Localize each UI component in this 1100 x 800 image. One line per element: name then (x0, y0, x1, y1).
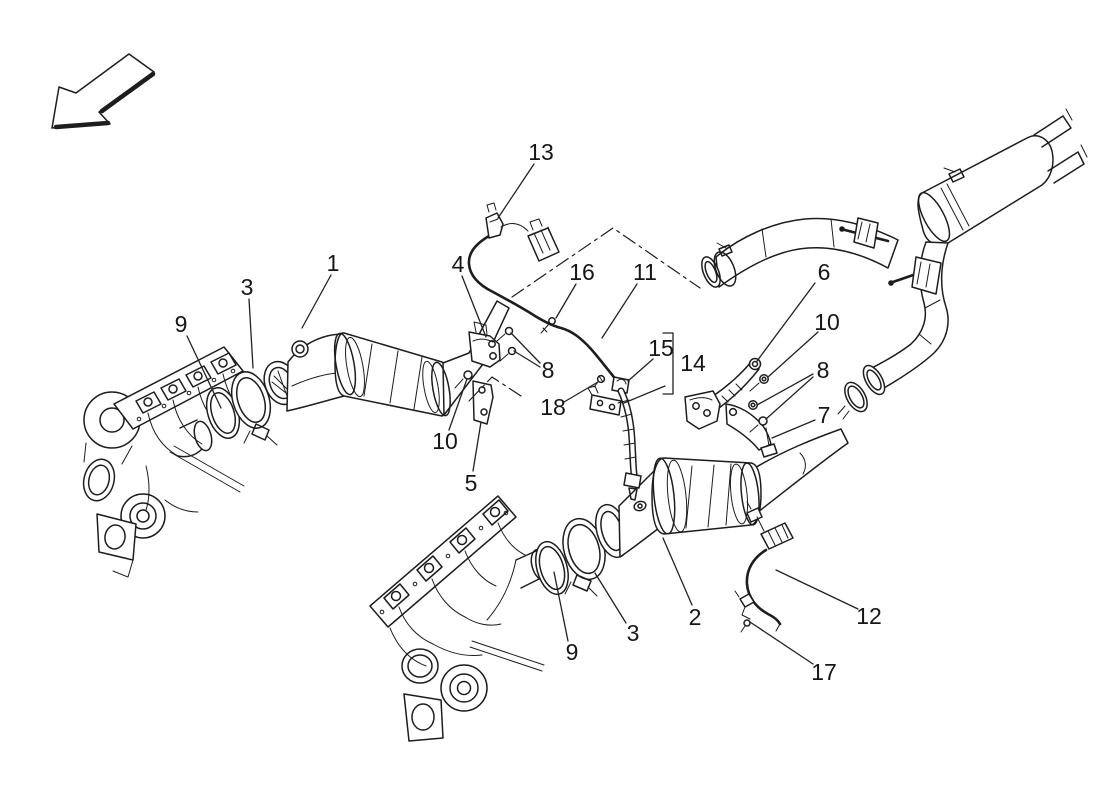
callout-label-8b: 8 (817, 357, 830, 383)
leader-line (623, 385, 666, 404)
callout-label-6: 6 (818, 259, 831, 285)
rubber-hanger-bracket-2 (888, 256, 942, 295)
callout-label-3b: 3 (627, 620, 640, 646)
callout-label-7: 7 (818, 402, 831, 428)
leader-line (301, 274, 332, 329)
callout-16: 16 (555, 259, 595, 319)
right-fasteners (748, 374, 769, 433)
callout-12: 12 (775, 569, 882, 629)
callout-10a: 10 (432, 378, 468, 454)
lambda-sensor-rear (745, 501, 794, 632)
bracket-bolt-lower (454, 370, 473, 389)
retaining-clip (734, 590, 755, 633)
leader-line (563, 381, 599, 403)
leader-line (448, 378, 468, 431)
callout-1: 1 (301, 250, 340, 329)
callout-15: 15 (627, 335, 674, 382)
leader-line (594, 572, 627, 624)
callout-label-11: 11 (633, 259, 657, 285)
callout-18: 18 (540, 381, 599, 420)
leader-line (186, 335, 222, 409)
callout-label-10b: 10 (814, 309, 840, 335)
leader-line (767, 331, 819, 378)
cable-saddle-clamp (611, 376, 630, 394)
leader-line (248, 298, 254, 369)
callout-label-10a: 10 (432, 428, 458, 454)
callout-17: 17 (749, 621, 837, 685)
callout-8b: 8 (756, 357, 830, 420)
callout-5: 5 (465, 421, 482, 496)
callout-label-9a: 9 (175, 311, 188, 337)
mount-screw (593, 374, 606, 388)
v-band-clamp-rear (562, 517, 606, 597)
callout-label-9b: 9 (566, 639, 579, 665)
callout-14: 14 (623, 332, 706, 404)
support-bracket-right (684, 357, 762, 430)
leader-line (749, 621, 814, 665)
callout-label-16: 16 (569, 259, 595, 285)
callout-13: 13 (497, 139, 554, 219)
leader-line (497, 163, 535, 219)
leader-line (553, 571, 569, 642)
callout-label-5: 5 (465, 470, 478, 496)
oxygen-sensor-harness (467, 202, 619, 383)
support-bracket-lower (472, 380, 494, 425)
callout-label-1: 1 (327, 250, 340, 276)
callout-9a: 9 (175, 311, 222, 409)
callout-4: 4 (452, 251, 487, 338)
support-bracket-upper (468, 321, 501, 368)
callout-7: 7 (771, 402, 831, 439)
callout-10b: 10 (767, 309, 840, 378)
leader-line (472, 421, 482, 472)
callout-label-2: 2 (689, 604, 702, 630)
callout-2: 2 (662, 537, 702, 630)
leader-line (510, 332, 541, 364)
rubber-hanger-bracket-1 (839, 217, 890, 249)
leader-line (756, 373, 814, 406)
callout-label-4: 4 (452, 251, 465, 277)
leader-line (771, 419, 816, 439)
callout-label-15: 15 (648, 335, 674, 361)
group-bracket (662, 332, 674, 395)
rear-exhaust-assembly (701, 108, 1088, 420)
callout-label-18: 18 (540, 394, 566, 420)
leader-line (627, 358, 654, 382)
callout-label-17: 17 (811, 659, 837, 685)
leader-line (662, 537, 693, 606)
leader-line (461, 275, 487, 338)
callout-9b: 9 (553, 571, 579, 665)
leader-line (555, 283, 577, 319)
callout-label-8a: 8 (542, 357, 555, 383)
callout-label-3a: 3 (241, 274, 254, 300)
exhaust-manifold-turbo-bottom (369, 495, 552, 742)
exhaust-manifold-turbo-left (82, 346, 245, 578)
support-bracket-right-lower (725, 403, 778, 458)
callout-label-13: 13 (528, 139, 554, 165)
leader-line (513, 350, 541, 368)
callout-label-14: 14 (680, 350, 706, 376)
harness-connector (485, 202, 504, 239)
direction-arrow (51, 53, 156, 130)
callout-3b: 3 (594, 572, 640, 646)
gasket-ring-front (205, 387, 241, 439)
callout-6: 6 (756, 259, 831, 362)
catalytic-converter-2 (595, 428, 849, 559)
bracket-bolts-upper (496, 326, 517, 362)
cable-clip-screw (540, 317, 556, 334)
lambda-sensor-front (587, 374, 647, 512)
leader-line (601, 283, 638, 339)
callout-label-12: 12 (856, 603, 882, 629)
leader-line (756, 282, 816, 362)
leader-line (775, 569, 859, 610)
bracket-centerline (468, 376, 522, 402)
alignment-centerline (511, 227, 701, 298)
leader-line (765, 376, 814, 420)
callout-8a: 8 (510, 332, 555, 383)
sensor-mount-plate (587, 385, 622, 416)
callout-11: 11 (601, 259, 657, 339)
callout-3a: 3 (241, 274, 254, 369)
harness-plug (527, 218, 560, 262)
